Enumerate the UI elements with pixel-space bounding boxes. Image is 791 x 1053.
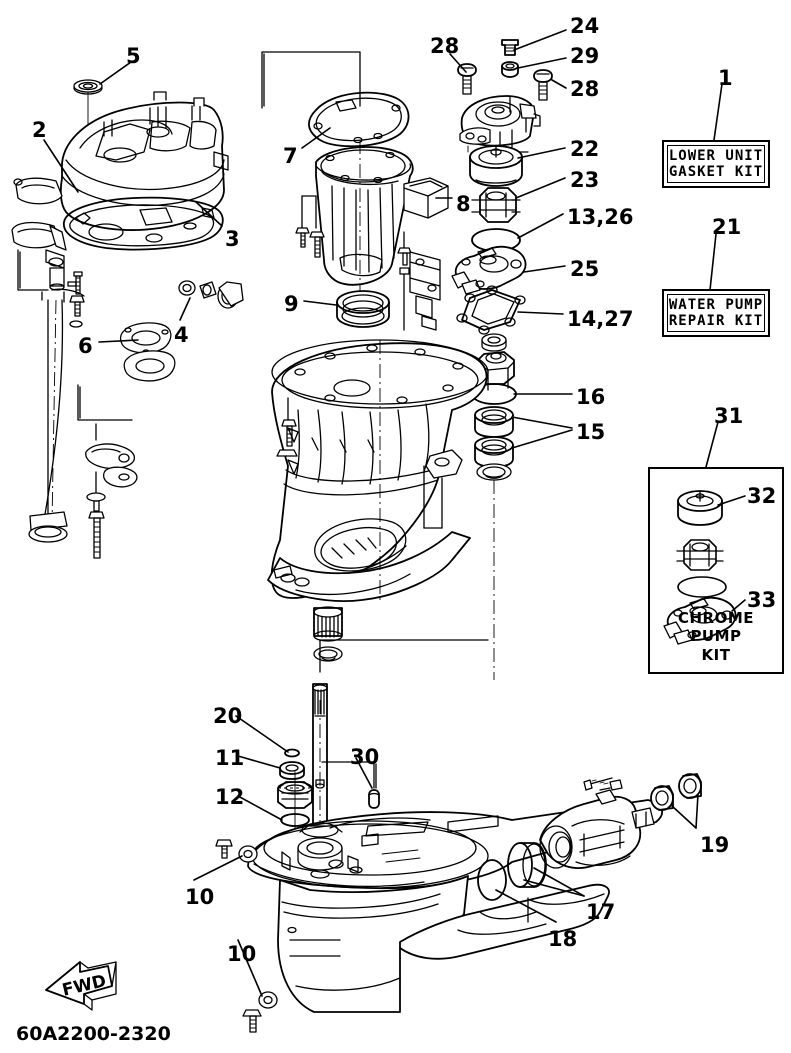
- callout-14-27: 14,27: [567, 307, 634, 331]
- part-25-pump-base: [451, 245, 527, 295]
- drive-shaft-housing: [267, 339, 489, 662]
- callout-33: 33: [747, 588, 777, 612]
- left-bolt-cluster: [67, 281, 85, 328]
- chrome-kit-line-2: KIT: [701, 646, 731, 665]
- callout-11: 11: [215, 746, 245, 770]
- part-10-bolt-lower: [242, 991, 278, 1033]
- part-17-sleeve: [507, 842, 547, 888]
- callout-25: 25: [570, 257, 600, 281]
- part-6-flange-gaskets: [119, 322, 176, 382]
- chrome-pump-kit-artwork: [663, 490, 746, 645]
- callout-7: 7: [283, 144, 298, 168]
- part-14-27-gasket: [456, 285, 526, 335]
- water-tube-left: [28, 299, 68, 543]
- kit-label-line-1: LOWER UNIT: [668, 148, 764, 164]
- callout-1: 1: [718, 66, 733, 90]
- callout-8: 8: [456, 192, 471, 216]
- callout-30: 30: [350, 745, 380, 769]
- drive-shaft-coupler: [313, 606, 343, 662]
- chrome-pump-kit-title-2: KIT: [650, 646, 782, 665]
- chrome-pump-kit-title: CHROME PUMP: [650, 609, 782, 647]
- part-19-bushings: [650, 773, 702, 811]
- callout-18: 18: [548, 927, 578, 951]
- callout-28-right: 28: [570, 77, 600, 101]
- kit-box-inner: WATER PUMP REPAIR KIT: [667, 294, 765, 332]
- callout-21: 21: [712, 215, 742, 239]
- kit-label-line-2: REPAIR KIT: [668, 313, 764, 329]
- water-pump-stack: [451, 39, 553, 680]
- callout-24: 24: [570, 14, 600, 38]
- part-10-bolt-upper: [215, 839, 258, 863]
- callout-12: 12: [215, 785, 245, 809]
- callout-23: 23: [570, 168, 600, 192]
- fwd-arrow-icon: [45, 961, 117, 1011]
- callout-2: 2: [32, 118, 47, 142]
- chrome-pump-kit-box: CHROME PUMP KIT: [648, 467, 784, 674]
- callout-13-26: 13,26: [567, 205, 634, 229]
- callout-19: 19: [700, 833, 730, 857]
- callout-31: 31: [714, 404, 744, 428]
- shift-linkage: [85, 423, 138, 559]
- water-inlet-assembly: [477, 773, 702, 901]
- callout-22: 22: [570, 137, 600, 161]
- callout-29: 29: [570, 44, 600, 68]
- center-top-assembly: [261, 51, 449, 331]
- callout-10-upper: 10: [185, 885, 215, 909]
- kit-box-water-pump-repair: WATER PUMP REPAIR KIT: [662, 289, 770, 337]
- kit-label-line-2: GASKET KIT: [668, 164, 764, 180]
- callout-32: 32: [747, 484, 777, 508]
- callout-17: 17: [586, 900, 616, 924]
- diagram-code: 60A2200-2320: [16, 1023, 171, 1045]
- right-bolt-stack: [397, 231, 441, 331]
- callout-3: 3: [225, 227, 240, 251]
- part-4-grommet: [178, 280, 244, 309]
- callout-15: 15: [576, 420, 606, 444]
- callout-16: 16: [576, 385, 606, 409]
- upper-casing-assembly: [11, 79, 244, 559]
- part-8-seal-block: [403, 177, 449, 219]
- kit-box-inner: LOWER UNIT GASKET KIT: [667, 145, 765, 183]
- part-2-anode: [11, 177, 83, 295]
- callout-4: 4: [174, 323, 189, 347]
- part-15-bearing-lower: [474, 436, 514, 468]
- part-28-bolt-right: [533, 69, 553, 101]
- leader-lines: [43, 29, 744, 997]
- kit-label-line-1: WATER PUMP: [668, 297, 764, 313]
- part-28-bolt-left: [457, 63, 477, 95]
- part-9-oil-seal: [336, 290, 390, 328]
- part-15-bearing-upper: [474, 406, 514, 438]
- callout-6: 6: [78, 334, 93, 358]
- part-23-impeller: [471, 187, 521, 223]
- callout-28-left: 28: [430, 34, 460, 58]
- kit-box-lower-unit-gasket: LOWER UNIT GASKET KIT: [662, 140, 770, 188]
- chrome-kit-line-1: CHROME PUMP: [677, 608, 755, 646]
- callout-9: 9: [284, 292, 299, 316]
- part-22-insert: [469, 145, 523, 187]
- callout-20: 20: [213, 704, 243, 728]
- callout-5: 5: [126, 44, 141, 68]
- callout-10-lower: 10: [227, 942, 257, 966]
